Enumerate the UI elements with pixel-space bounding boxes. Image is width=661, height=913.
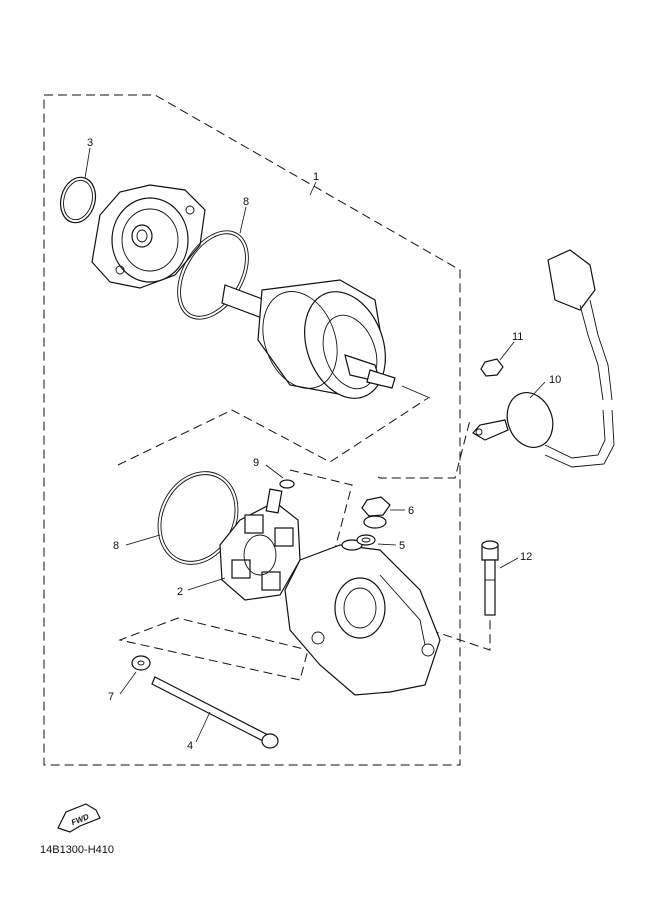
- leader-1: [309, 181, 317, 196]
- leader-5: [377, 543, 397, 546]
- o-ring-8-upper-inner: [180, 233, 246, 317]
- callout-12: 12: [520, 551, 532, 563]
- leader-11: [499, 341, 515, 361]
- armature-group-outline: [117, 397, 429, 466]
- callout-6: 6: [408, 505, 414, 517]
- leader-10: [529, 381, 546, 399]
- nut-11: [480, 358, 504, 377]
- leader-8-upper: [239, 206, 247, 234]
- callout-5: 5: [399, 540, 405, 552]
- o-ring-3-inner: [63, 179, 93, 221]
- brush-holder-2: [219, 488, 301, 601]
- armature-yoke: [221, 279, 396, 399]
- long-bolt-4: [151, 676, 279, 749]
- rear-cover: [284, 539, 441, 696]
- washer-6: [363, 515, 387, 529]
- leader-12: [499, 557, 519, 569]
- bolt-12: [481, 540, 499, 616]
- bolt-group-outline: [429, 615, 491, 651]
- cable-group-outline: [377, 419, 471, 479]
- leader-8-lower: [125, 534, 161, 546]
- starter-cable-10: [472, 249, 615, 468]
- washer-7-hole: [137, 660, 145, 666]
- washer-7: [131, 655, 151, 671]
- callout-8-upper: 8: [243, 196, 249, 208]
- diagram-code: 14B1300-H410: [40, 844, 115, 856]
- washer-9: [279, 479, 295, 489]
- nut-6: [361, 496, 391, 517]
- leader-2: [187, 577, 226, 591]
- front-cover: [91, 184, 206, 289]
- washer-5-hole: [361, 537, 371, 543]
- callout-1: 1: [313, 171, 319, 183]
- callout-7: 7: [108, 691, 114, 703]
- callout-2: 2: [177, 586, 183, 598]
- fwd-arrow-icon: FWD: [57, 803, 101, 833]
- leader-4: [195, 711, 211, 743]
- o-ring-3: [59, 176, 97, 224]
- brush-group-outline: [118, 469, 353, 681]
- leader-armature: [401, 385, 431, 399]
- callout-10: 10: [549, 374, 561, 386]
- leader-3: [84, 147, 91, 179]
- leader-9: [265, 464, 284, 479]
- callout-3: 3: [87, 137, 93, 149]
- callout-11: 11: [512, 331, 523, 343]
- assembly-boundary: [43, 94, 461, 766]
- leader-7: [119, 671, 137, 695]
- callout-8-lower: 8: [113, 540, 119, 552]
- callout-4: 4: [187, 740, 193, 752]
- callout-9: 9: [253, 457, 259, 469]
- washer-5: [356, 534, 376, 546]
